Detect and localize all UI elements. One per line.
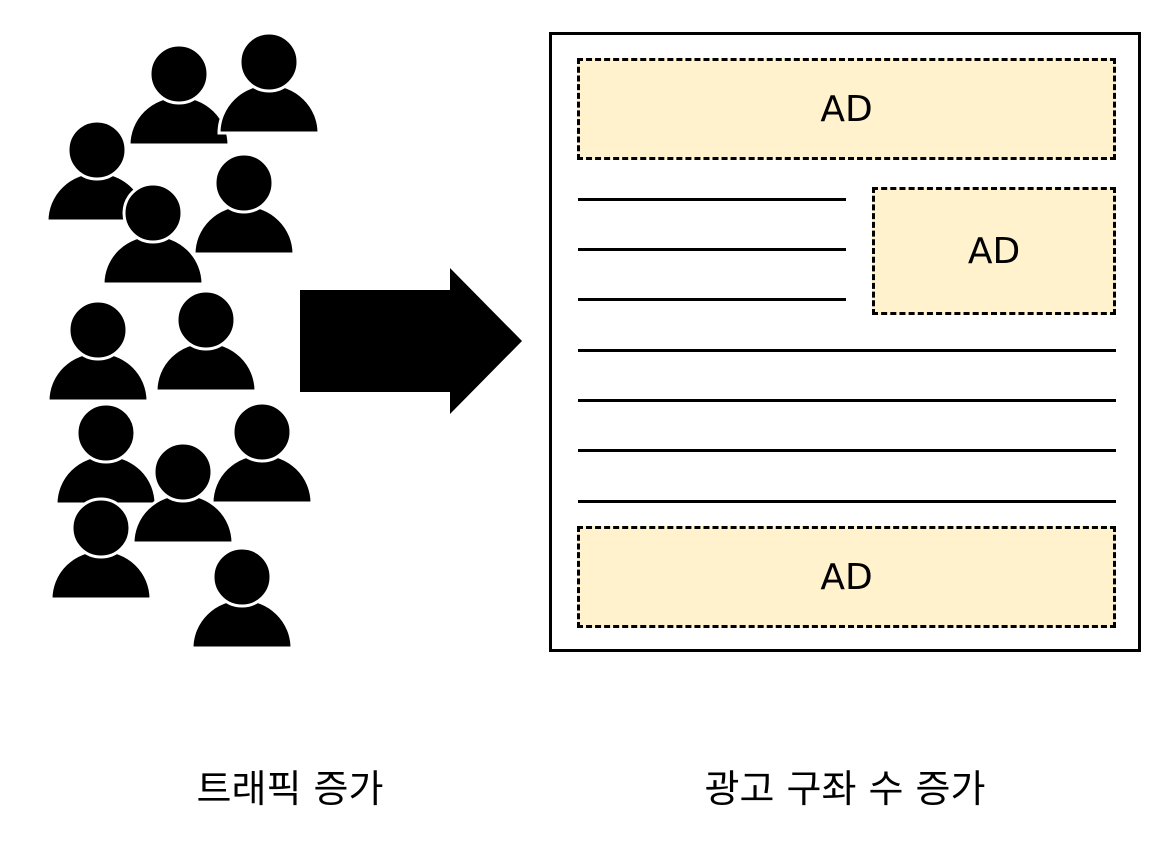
person-icon <box>54 402 158 506</box>
person-icon <box>45 119 149 223</box>
content-line <box>578 500 1116 503</box>
person-icon <box>127 43 231 147</box>
person-icon <box>210 401 314 505</box>
crowd-of-people <box>45 31 321 650</box>
person-icon <box>49 497 153 601</box>
person-icon <box>217 31 321 135</box>
ad-slots-increase-label: 광고 구좌 수 증가 <box>704 767 986 811</box>
ad-label: AD <box>820 556 873 598</box>
person-icon <box>192 152 296 256</box>
person-icon <box>46 299 150 403</box>
web-page-frame: AD AD AD <box>549 32 1141 652</box>
ad-slot-bottom: AD <box>577 526 1116 628</box>
content-line <box>578 298 846 301</box>
person-icon <box>154 289 258 393</box>
ad-label: AD <box>820 88 873 130</box>
traffic-increase-label: 트래픽 증가 <box>196 767 384 811</box>
ad-label: AD <box>967 230 1021 272</box>
person-icon <box>190 546 294 650</box>
content-line <box>578 349 1116 352</box>
content-line <box>578 198 846 201</box>
content-line <box>578 248 846 251</box>
person-icon <box>101 182 205 286</box>
content-line <box>578 449 1116 452</box>
person-icon <box>131 441 235 545</box>
right-arrow-icon <box>300 268 522 414</box>
ad-slot-top: AD <box>577 58 1116 160</box>
content-line <box>578 399 1116 402</box>
ad-slot-side: AD <box>872 187 1116 315</box>
